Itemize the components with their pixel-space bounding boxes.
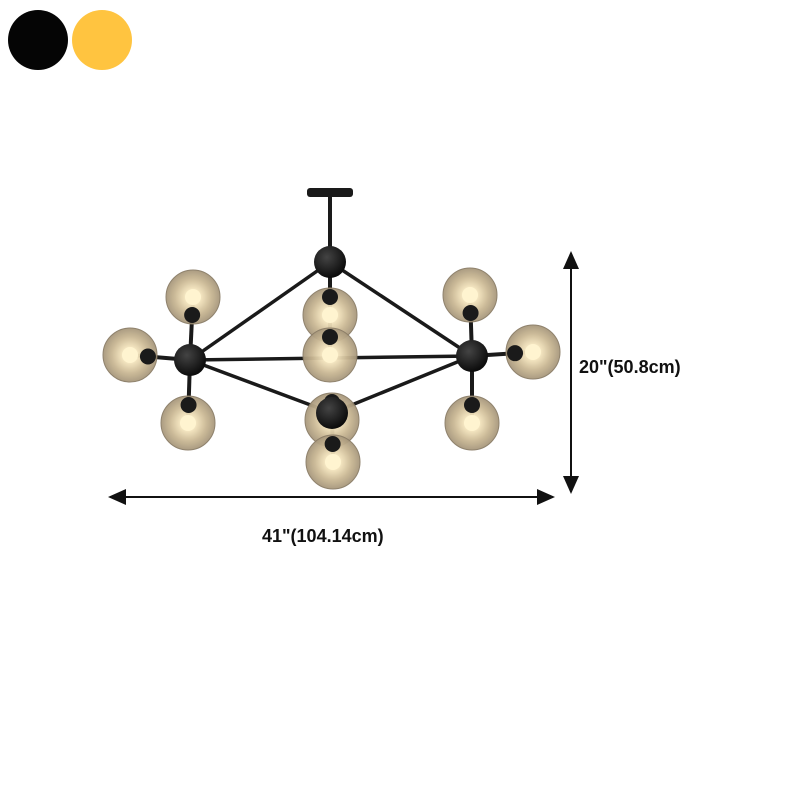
hub-left bbox=[174, 344, 206, 376]
hub-top bbox=[314, 246, 346, 278]
bulb-socket bbox=[462, 304, 479, 321]
hub-right bbox=[456, 340, 488, 372]
light-bulb bbox=[525, 344, 541, 360]
light-bulb bbox=[185, 289, 201, 305]
bulb-socket bbox=[322, 289, 338, 305]
light-bulb bbox=[122, 347, 138, 363]
bulb-socket bbox=[139, 348, 156, 365]
bulb-socket bbox=[324, 436, 341, 453]
bulb-socket bbox=[184, 306, 201, 323]
light-bulb bbox=[322, 307, 338, 323]
frame-arm bbox=[188, 260, 332, 362]
swatch-gold[interactable] bbox=[72, 10, 132, 70]
width-dimension-label: 41"(104.14cm) bbox=[262, 526, 384, 546]
bulb-socket bbox=[464, 397, 480, 413]
light-bulb bbox=[322, 347, 338, 363]
hub-bottom bbox=[316, 397, 348, 429]
light-bulb bbox=[464, 415, 480, 431]
swatch-black[interactable] bbox=[8, 10, 68, 70]
light-bulb bbox=[180, 415, 196, 431]
bulb-socket bbox=[507, 345, 524, 362]
height-dimension-label: 20"(50.8cm) bbox=[579, 357, 681, 377]
ceiling-canopy bbox=[307, 188, 353, 197]
frame-arm bbox=[331, 354, 473, 415]
light-bulb bbox=[462, 287, 478, 303]
bulb-socket bbox=[322, 329, 338, 345]
frame-arm bbox=[329, 260, 473, 358]
chandelier bbox=[102, 188, 561, 490]
bulb-socket bbox=[180, 397, 197, 414]
light-bulb bbox=[325, 454, 341, 470]
frame-arm bbox=[189, 358, 333, 415]
